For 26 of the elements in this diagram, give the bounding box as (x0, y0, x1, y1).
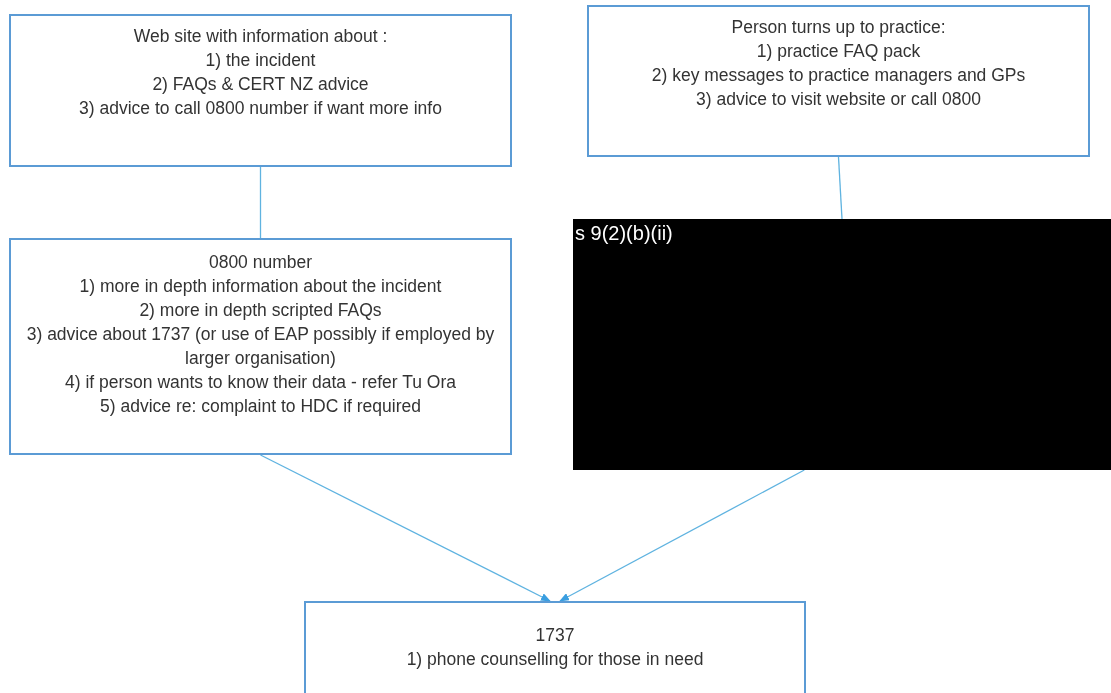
box-heading: Person turns up to practice: (731, 16, 946, 39)
list-item: 1) more in depth information about the incident (79, 275, 442, 298)
list-item: 1) practice FAQ pack (756, 40, 921, 63)
box-heading: Web site with information about : (133, 25, 388, 48)
connector-line (837, 156, 843, 220)
arrow (559, 469, 805, 602)
redaction-label: s 9(2)(b)(ii) (575, 221, 674, 245)
process-box (304, 601, 806, 693)
list-item: 4) if person wants to know their data - refer Tu Ora (65, 371, 456, 394)
box-heading: 0800 number (208, 251, 313, 274)
process-box (587, 5, 1090, 157)
list-item: 1) phone counselling for those in need (406, 648, 704, 671)
list-item: 2) key messages to practice managers and GPs (651, 64, 1026, 87)
list-item: 3) advice to visit website or call 0800 (696, 88, 981, 111)
list-item: 5) advice re: complaint to HDC if required (100, 395, 421, 418)
process-box (9, 14, 512, 167)
connector-line (259, 166, 262, 239)
list-item: 2) FAQs & CERT NZ advice (152, 73, 369, 96)
process-box (9, 238, 512, 455)
box-heading: 1737 (535, 624, 575, 647)
redaction-block (573, 219, 1111, 470)
arrow (259, 454, 551, 602)
list-item: 3) advice to call 0800 number if want more info (79, 97, 442, 120)
list-item: 3) advice about 1737 (or use of EAP possibly if employed by larger organisation) (25, 323, 496, 370)
list-item: 2) more in depth scripted FAQs (139, 299, 382, 322)
list-item: 1) the incident (205, 49, 316, 72)
